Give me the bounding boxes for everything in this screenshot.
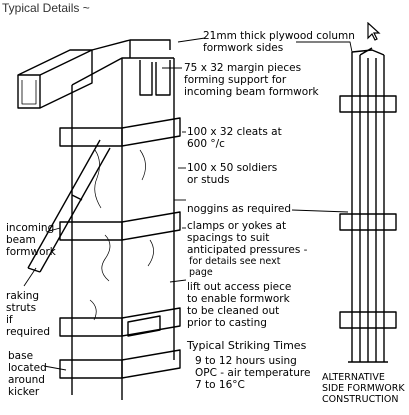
alternative-side-formwork — [339, 47, 397, 363]
alternative-construction-label: ALTERNATIVE SIDE FORMWORK CONSTRUCTION — [322, 372, 405, 405]
clamps-note-label: for details see next page — [189, 256, 281, 278]
top-beam-formwork — [17, 39, 171, 109]
base-kicker-label: base located around kicker — [8, 350, 47, 398]
cleat-bands — [59, 117, 181, 379]
access-piece-label: lift out access piece to enable formwork… — [187, 281, 292, 329]
mouse-pointer-icon — [367, 22, 381, 41]
raking-strut — [27, 139, 111, 273]
raking-struts-label: raking struts if required — [6, 290, 50, 338]
column-body — [71, 57, 175, 400]
incoming-beam-label: incoming beam formwork — [6, 222, 56, 258]
striking-times-body: 9 to 12 hours using OPC - air temperatur… — [195, 355, 311, 391]
leader-lines — [23, 37, 353, 371]
page-title: Typical Details ~ — [2, 1, 90, 15]
clamps-label: clamps or yokes at spacings to suit anti… — [187, 220, 308, 256]
plywood-sides-label: 21mm thick plywood column formwork sides — [203, 30, 355, 54]
margin-pieces-label: 75 x 32 margin pieces forming support fo… — [184, 62, 319, 98]
access-piece — [127, 315, 161, 337]
soldiers-label: 100 x 50 soldiers or studs — [187, 162, 278, 186]
striking-times-title: Typical Striking Times — [187, 339, 307, 352]
cleats-label: 100 x 32 cleats at 600 °/c — [187, 126, 282, 150]
noggins-label: noggins as required — [187, 203, 292, 215]
